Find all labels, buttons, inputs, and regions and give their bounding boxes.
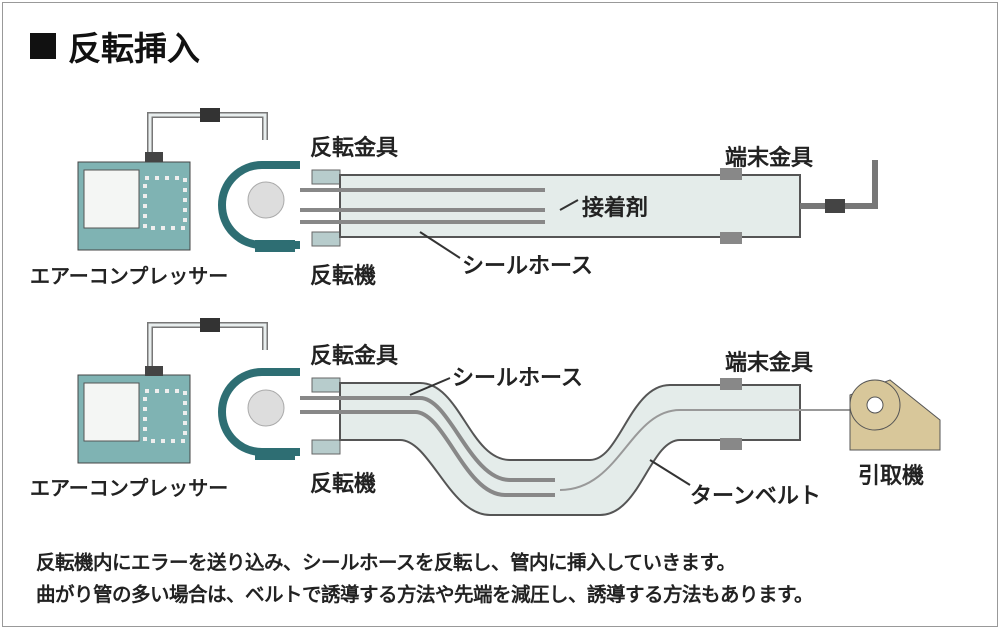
- label-reversal-machine-2: 反転機: [310, 472, 377, 497]
- label-reversal-fitting-2: 反転金具: [310, 344, 399, 369]
- label-end-fitting-1: 端末金具: [725, 146, 814, 171]
- label-seal-hose-1: シールホース: [462, 254, 593, 279]
- label-reversal-fitting-1: 反転金具: [310, 136, 399, 161]
- coupling-icon: [200, 108, 220, 122]
- label-end-fitting-2: 端末金具: [725, 351, 814, 376]
- label-seal-hose-2: シールホース: [452, 366, 583, 391]
- label-compressor-2: エアーコンプレッサー: [30, 476, 229, 500]
- section-title: 反転挿入: [30, 22, 200, 70]
- reel-icon: [247, 181, 285, 219]
- diagram2: [77, 318, 941, 516]
- caption-line-1: 反転機内にエラーを送り込み、シールホースを反転し、管内に挿入していきます。: [36, 551, 736, 574]
- label-reversal-machine-1: 反転機: [310, 264, 377, 289]
- pipe-1: [339, 174, 801, 238]
- turn-belt-line: [559, 409, 880, 491]
- square-bullet-icon: [30, 33, 56, 59]
- caption-line-2: 曲がり管の多い場合は、ベルトで誘導する方法や先端を減圧し、誘導する方法もあります…: [36, 583, 814, 606]
- bent-pipe: [339, 382, 801, 516]
- label-winch: 引取機: [858, 464, 925, 489]
- title-text: 反転挿入: [68, 29, 200, 68]
- label-adhesive: 接着剤: [582, 196, 649, 221]
- diagram1: [77, 108, 878, 259]
- label-compressor-1: エアーコンプレッサー: [30, 264, 229, 288]
- label-turn-belt: ターンベルト: [690, 484, 821, 509]
